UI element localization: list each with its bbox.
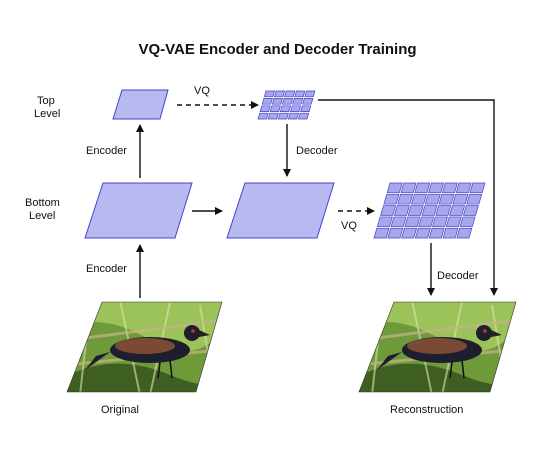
grid-cell	[298, 112, 310, 120]
grid-cell	[300, 105, 312, 112]
grid-cell	[455, 182, 472, 194]
original-caption: Original	[101, 404, 139, 416]
grid-cell	[452, 193, 469, 205]
grid-cell	[302, 98, 314, 105]
encoder-bottom-label: Encoder	[86, 263, 127, 275]
grid-cell	[407, 205, 424, 216]
top-level-label-line1: Top	[37, 95, 55, 107]
grid-cell	[411, 193, 427, 205]
grid-cell	[273, 90, 286, 98]
grid-cell	[445, 216, 462, 228]
grid-cell	[294, 90, 306, 98]
grid-cell	[376, 216, 393, 228]
bottom-quantized-grid	[373, 182, 486, 239]
grid-cell	[290, 105, 302, 112]
grid-cell	[469, 182, 486, 194]
grid-cell	[387, 227, 404, 239]
grid-cell	[424, 193, 441, 205]
grid-cell	[304, 90, 316, 98]
grid-cell	[373, 227, 390, 239]
grid-cell	[390, 216, 407, 228]
grid-cell	[428, 182, 445, 194]
bottom-level-label-line1: Bottom	[25, 197, 60, 209]
grid-cell	[386, 182, 403, 194]
grid-cell	[442, 227, 459, 239]
grid-cell	[259, 105, 271, 112]
bottom-level-latent-encoder	[84, 182, 193, 239]
grid-cell	[282, 98, 294, 105]
grid-cell	[277, 112, 289, 120]
decoder-bottom-label: Decoder	[437, 270, 479, 282]
grid-cell	[449, 205, 466, 216]
grid-cell	[261, 98, 273, 105]
top-quantized-grid	[257, 90, 316, 120]
bottom-level-label-line2: Level	[29, 210, 56, 222]
top-level-latent	[112, 89, 169, 120]
grid-cell	[400, 182, 417, 194]
original-image	[67, 302, 222, 392]
grid-cell	[418, 216, 435, 228]
grid-cell	[271, 98, 283, 105]
grid-cell	[284, 90, 296, 98]
grid-cell	[401, 227, 418, 239]
grid-cell	[263, 90, 275, 98]
top-level-label-line2: Level	[34, 108, 61, 120]
top-skip-arrow	[318, 99, 498, 296]
reconstruction-image	[359, 302, 516, 392]
grid-cell	[397, 193, 414, 205]
grid-cell	[414, 227, 431, 239]
grid-cell	[287, 112, 300, 120]
grid-cell	[404, 216, 421, 228]
reconstruction-caption: Reconstruction	[390, 404, 464, 416]
grid-cell	[432, 216, 448, 228]
grid-cell	[456, 227, 473, 239]
grid-cell	[267, 112, 279, 120]
grid-cell	[462, 205, 479, 216]
grid-cell	[435, 205, 452, 216]
bottom-level-latent-decoder	[226, 182, 335, 239]
grid-cell	[292, 98, 304, 105]
diagram-title: VQ-VAE Encoder and Decoder Training	[138, 41, 417, 58]
grid-cell	[441, 182, 458, 194]
decoder-top-label: Decoder	[296, 145, 338, 157]
grid-cell	[459, 216, 476, 228]
grid-cell	[269, 105, 281, 112]
grid-cell	[428, 227, 445, 239]
grid-cell	[393, 205, 410, 216]
grid-cell	[414, 182, 431, 194]
grid-cell	[466, 193, 483, 205]
grid-cell	[257, 112, 269, 120]
grid-cell	[421, 205, 438, 216]
vq-top-label: VQ	[194, 85, 210, 97]
grid-cell	[383, 193, 400, 205]
vq-bottom-label: VQ	[341, 220, 357, 232]
grid-cell	[438, 193, 455, 205]
encoder-top-label: Encoder	[86, 145, 127, 157]
grid-cell	[279, 105, 291, 112]
grid-cell	[380, 205, 397, 216]
